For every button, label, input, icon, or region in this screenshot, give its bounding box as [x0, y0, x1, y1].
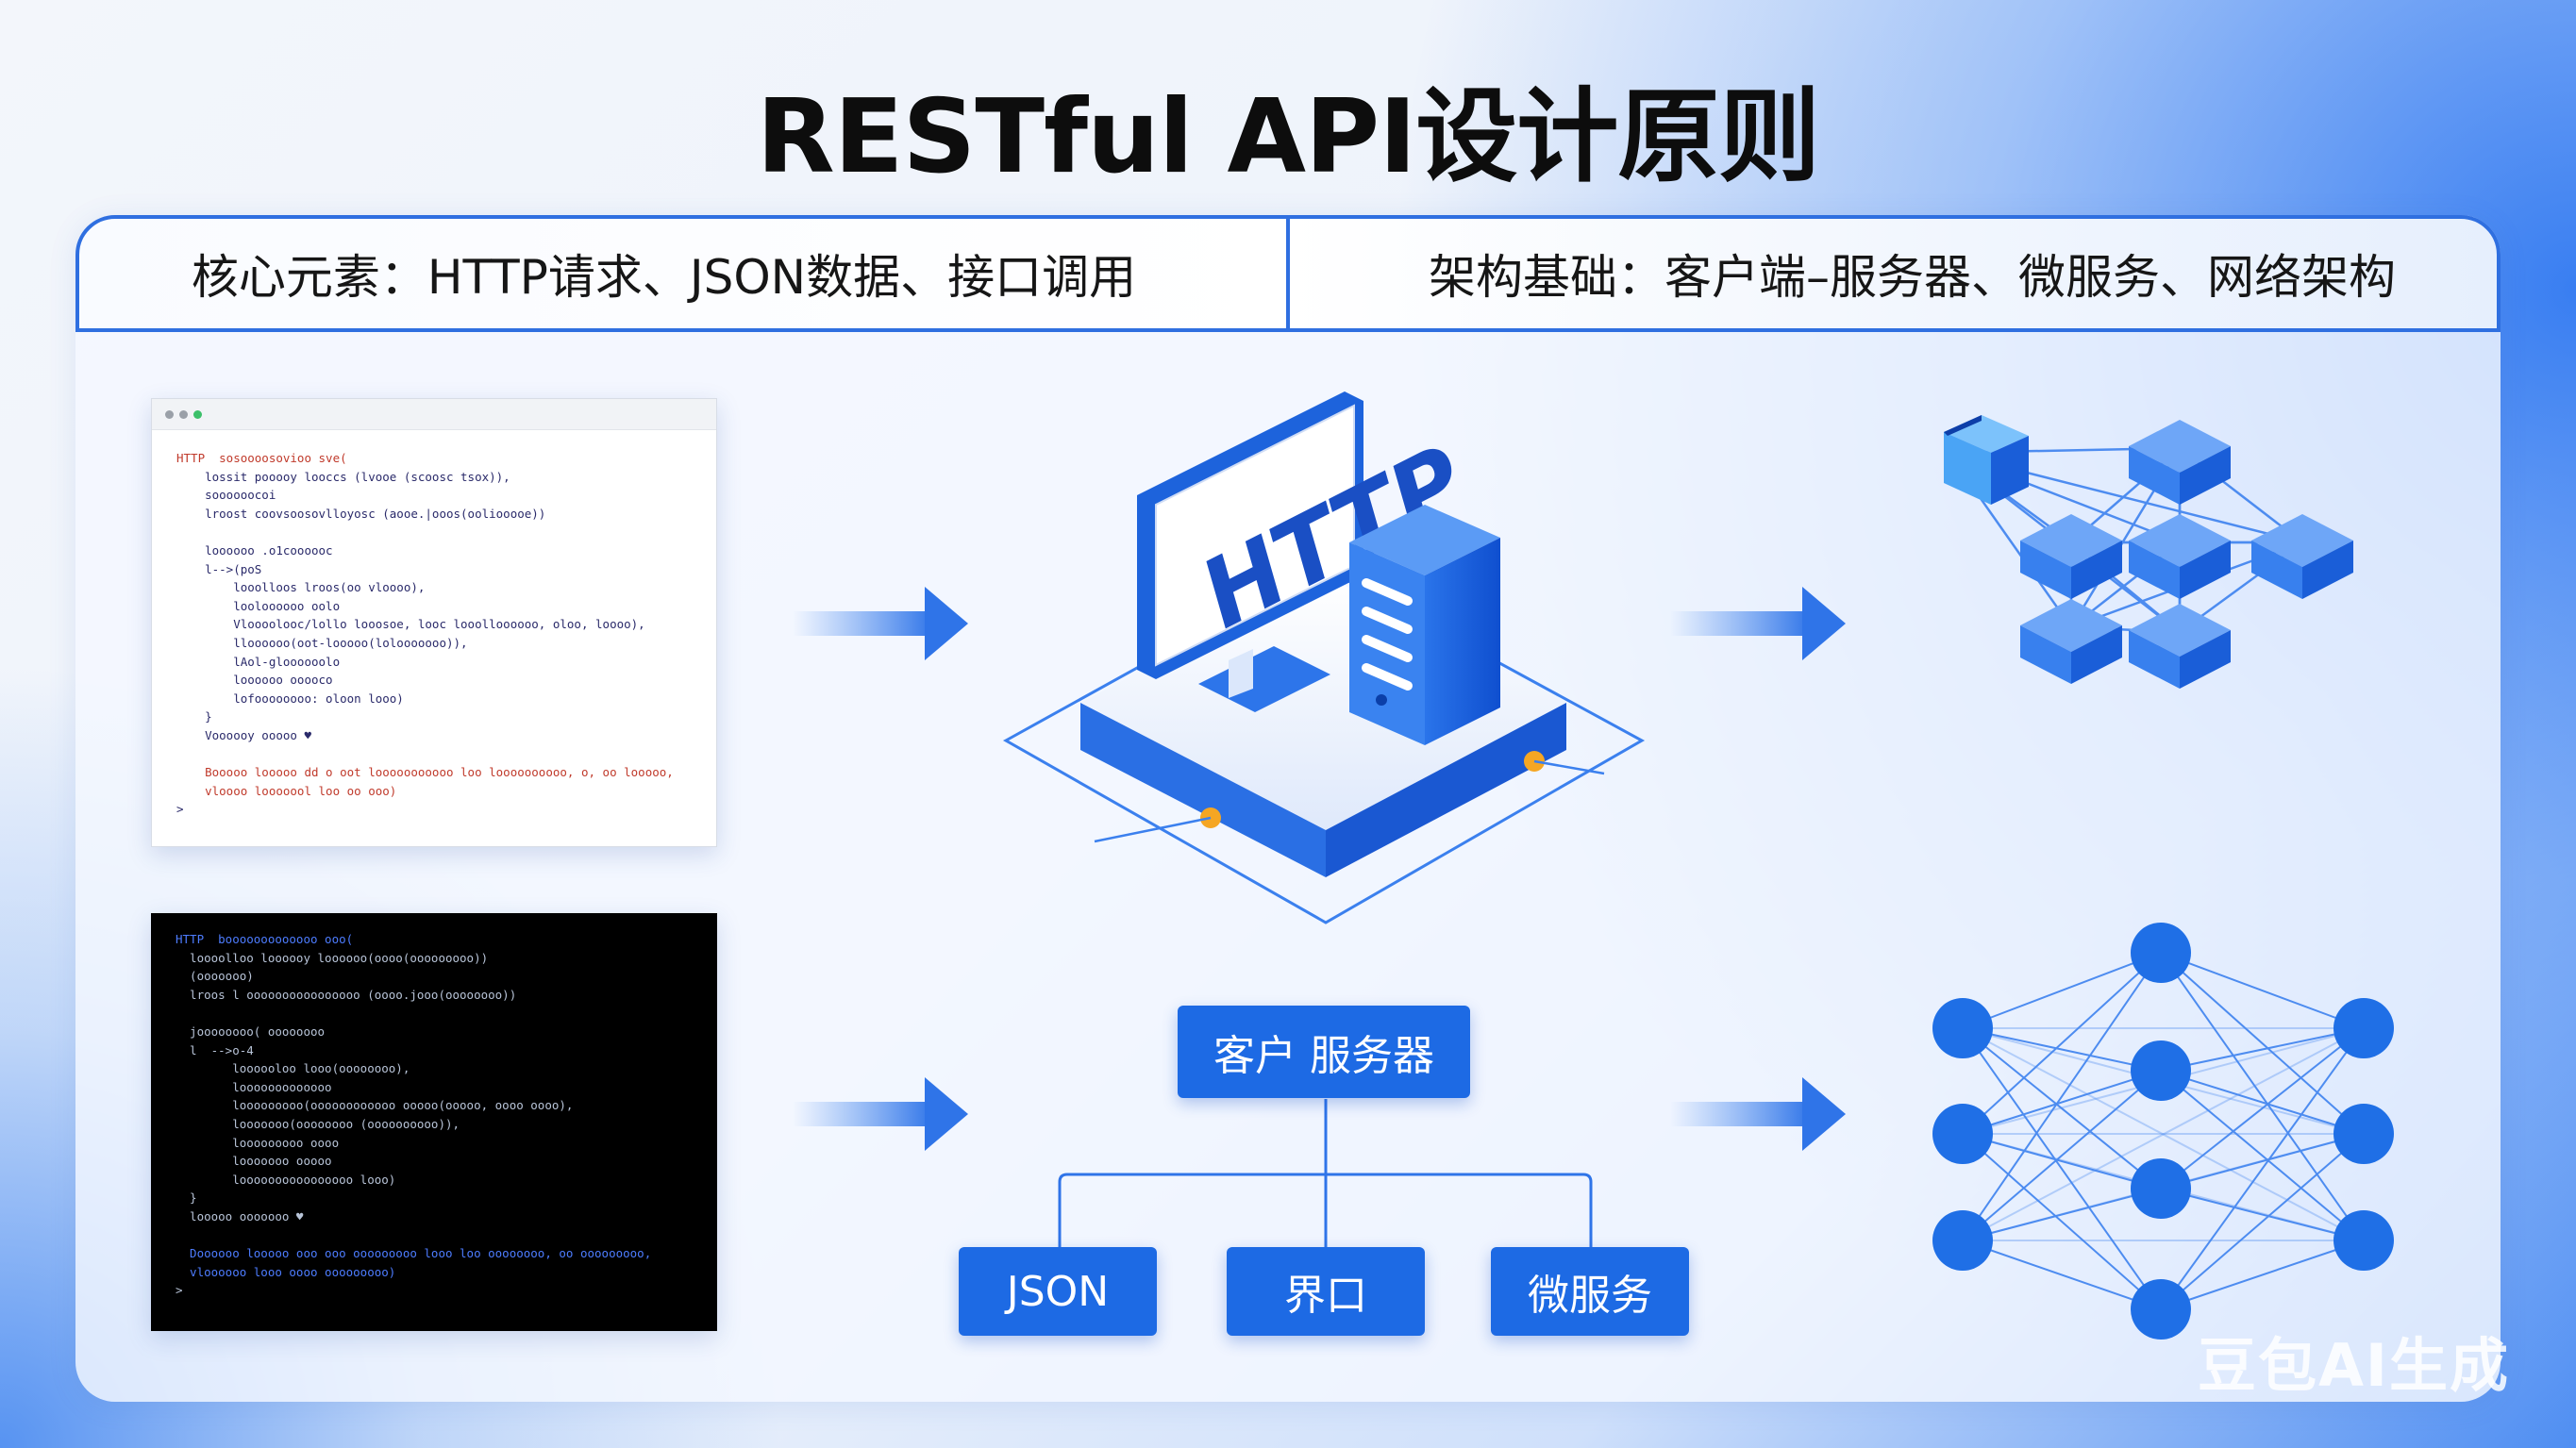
code-line: looooooo ooooo [176, 1154, 332, 1169]
code-line: Booooo looooo dd o oot looooooooooo loo … [176, 765, 674, 780]
code-lines: HTTP booooooooooooo ooo( loooolloo loooo… [151, 913, 717, 1300]
code-line: looooooooo(oooooooooooo ooooo(ooooo, ooo… [176, 1098, 574, 1113]
network-node-icon [1932, 1104, 1993, 1164]
window-dot-icon [165, 410, 174, 419]
hierarchy-connectors [1058, 1099, 1593, 1247]
code-line: Vloooolooc/lollo looosoe, looc looollooo… [176, 617, 645, 632]
cube-node-icon [2251, 514, 2353, 599]
network-node-icon [2333, 1210, 2394, 1271]
server-vent-icon [1362, 578, 1413, 691]
cube-node-icon [2020, 514, 2122, 599]
code-line: > [176, 802, 184, 817]
arrow-right-icon [1670, 587, 1846, 660]
code-line: HTTP booooooooooooo ooo( [176, 932, 354, 946]
code-line: loooooloo looo(oooooooo), [176, 1061, 410, 1076]
cube-node-icon [2129, 514, 2231, 599]
network-node-icon [2131, 923, 2191, 983]
code-line: Voooooy ooooo ♥ [176, 727, 311, 742]
code-line: looooooo(oooooooo (oooooooooo)), [176, 1116, 460, 1131]
network-node-icon [1932, 1210, 1993, 1271]
window-dot-icon [193, 410, 202, 419]
header-bar: 核心元素：HTTP请求、JSON数据、接口调用 架构基础：客户端–服务器、微服务… [75, 215, 2501, 332]
code-line: HTTP sosoooosovioo sve( [176, 451, 347, 465]
code-lines: HTTP sosoooosovioo sve( lossit pooooy lo… [152, 430, 716, 819]
code-line: Doooooo looooo ooo ooo ooooooooo looo lo… [176, 1246, 652, 1261]
code-line: vloooo looooool loo oo ooo) [176, 783, 397, 798]
code-line [176, 745, 716, 764]
server-tower-side [1425, 538, 1500, 745]
code-line: soooooocoi [176, 488, 276, 503]
microservice-node: 微服务 [1491, 1247, 1689, 1336]
code-line: looooooooooooo [176, 1079, 332, 1094]
server-tower-top [1349, 505, 1500, 575]
cube-node-icon [2129, 604, 2231, 689]
code-line: lofoooooooo: oloon looo) [176, 691, 404, 706]
code-line: looolloos lroos(oo vloooo), [176, 580, 426, 595]
network-node-icon [1932, 998, 1993, 1058]
cube-network-illustration [1944, 415, 2353, 689]
network-node-icon [2131, 1279, 2191, 1340]
header-architecture: 架构基础：客户端–服务器、微服务、网络架构 [1429, 250, 2396, 305]
code-window-dark: HTTP booooooooooooo ooo( loooolloo loooo… [151, 913, 717, 1331]
cube-node-icon [2129, 420, 2231, 505]
network-node-icon [2333, 1104, 2394, 1164]
platform-side [1080, 703, 1326, 877]
network-node-icon [2131, 1040, 2191, 1101]
code-line: lAol-gloooooolo [176, 654, 341, 669]
code-line: vloooooo looo oooo ooooooooo) [176, 1264, 396, 1279]
page-title: RESTful API设计原则 [756, 78, 1821, 196]
client-server-node: 客户 服务器 [1178, 1006, 1470, 1098]
window-dot-icon [179, 410, 188, 419]
code-line: lloooooo(oot-looooo(lolooooooo)), [176, 635, 468, 650]
code-window-light: HTTP sosoooosovioo sve( lossit pooooy lo… [151, 398, 717, 847]
watermark: 豆包AI生成 [2197, 1331, 2510, 1400]
code-line: (ooooooo) [176, 969, 254, 984]
code-line [176, 523, 716, 541]
code-line: loooolloo loooooy loooooo(oooo(ooooooooo… [176, 950, 489, 965]
code-line: l -->o-4 [176, 1042, 254, 1057]
network-node-icon [2131, 1158, 2191, 1219]
json-node: JSON [959, 1247, 1157, 1336]
code-line: lroos l oooooooooooooooo (oooo.jooo(oooo… [176, 987, 517, 1002]
code-line: } [176, 709, 212, 724]
interface-node: 界口 [1227, 1247, 1425, 1336]
arrow-right-icon [793, 587, 968, 660]
code-line: looloooooo oolo [176, 598, 341, 613]
arrow-right-icon [1670, 1077, 1846, 1151]
code-line: joooooooo( oooooooo [176, 1024, 326, 1039]
platform-side [1326, 703, 1566, 877]
cube-node-icon [2020, 599, 2122, 684]
code-line: looooo ooooooo ♥ [176, 1208, 304, 1223]
server-box-icon [1944, 415, 2029, 505]
http-server-illustration: HTTP [1002, 391, 1646, 924]
code-line: } [176, 1190, 197, 1206]
code-line [176, 1226, 717, 1245]
code-line: looooooooo oooo [176, 1135, 340, 1150]
code-line: > [176, 1283, 183, 1298]
header-core-elements: 核心元素：HTTP请求、JSON数据、接口调用 [79, 219, 1290, 328]
code-line: lroost coovsoosovlloyosc (aooe.|ooos(ool… [176, 506, 546, 521]
code-line: lossit pooooy looccs (lvooe (scoosc tsox… [176, 469, 510, 484]
window-titlebar [152, 399, 716, 430]
network-node-icon [2333, 998, 2394, 1058]
code-line: l-->(poS [176, 561, 262, 576]
code-line: loooooooooooooooo looo) [176, 1172, 396, 1187]
arrow-right-icon [793, 1077, 968, 1151]
code-line: loooooo .o1coooooc [176, 542, 333, 558]
code-line [176, 1004, 717, 1023]
code-line: loooooo ooooco [176, 673, 333, 688]
node-network-illustration [1932, 923, 2394, 1340]
